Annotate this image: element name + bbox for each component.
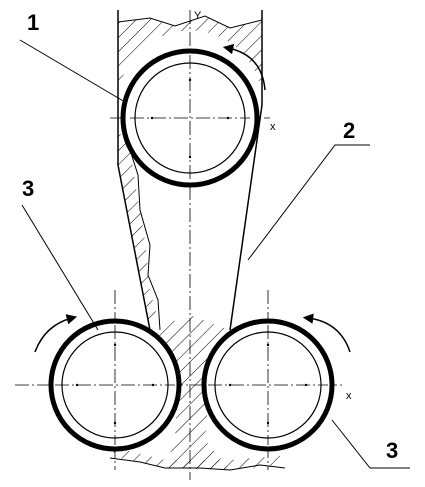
- callout-1: 1: [27, 10, 39, 35]
- axis-label-x-bottom: x: [346, 390, 352, 402]
- bottom-right-roller-outer: [201, 318, 335, 452]
- axis-label-y: Y: [194, 10, 202, 22]
- clockwise-arrow-icon: [34, 314, 78, 353]
- clockwise-arrow-icon: [222, 43, 266, 91]
- leader-line-2: [247, 144, 370, 261]
- break-line-left: [129, 149, 161, 331]
- leader-line-1: [19, 39, 126, 103]
- callout-2: 2: [343, 118, 355, 143]
- callout-3-right: 3: [386, 438, 398, 463]
- bottom-hatch-band: [105, 445, 290, 470]
- bottom-right-roller: [201, 318, 335, 452]
- bottom-left-roller-outer: [48, 318, 182, 452]
- hatched-section-top: [117, 16, 263, 105]
- counterclockwise-arrow-icon: [302, 313, 351, 353]
- leader-line-3-right: [331, 419, 410, 469]
- axis-label-x-top: x: [270, 121, 276, 133]
- body-right-taper: [229, 104, 263, 331]
- hatched-section-left: [118, 130, 158, 330]
- top-roller: [120, 48, 260, 188]
- bottom-left-roller: [48, 318, 182, 452]
- callout-3-left: 3: [22, 176, 34, 201]
- leader-line-3-left: [21, 204, 99, 331]
